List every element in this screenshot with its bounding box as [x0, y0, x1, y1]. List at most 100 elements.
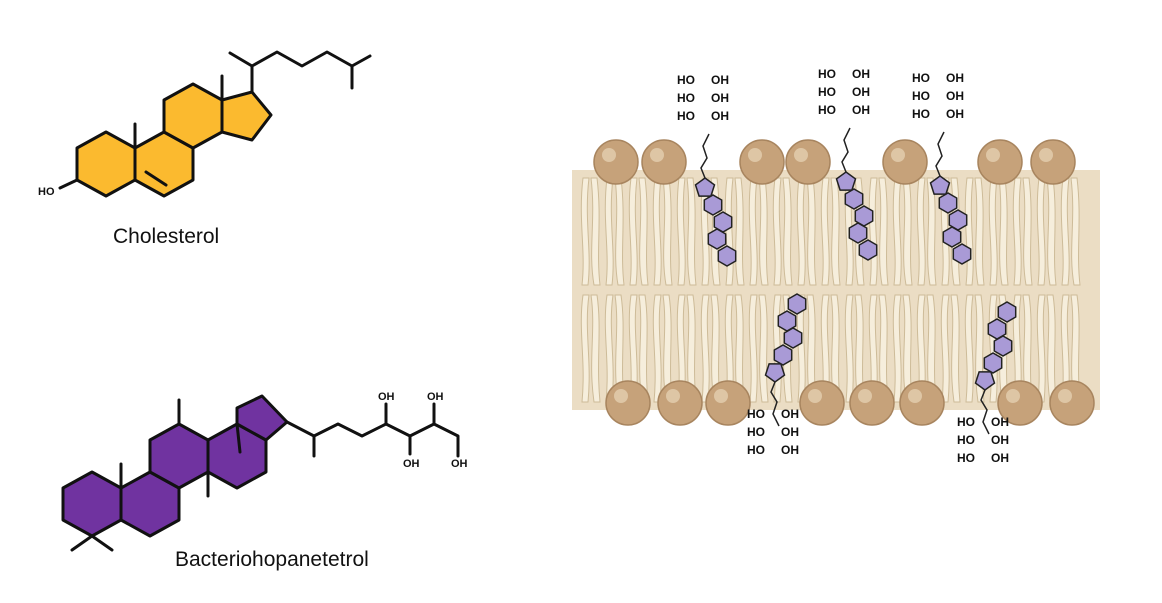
hopanoid-hydroxyl-label: OH	[946, 107, 964, 121]
lipid-tail-lower	[844, 294, 854, 403]
lipid-tail-lower	[748, 294, 758, 403]
hopanoid-hydroxyl-label: HO	[957, 433, 975, 447]
hopanoid-hydroxyl-label: HO	[677, 73, 695, 87]
lipid-tail-upper	[604, 177, 614, 286]
hopanoid-hydroxyl-label: OH	[991, 451, 1009, 465]
bhp-gem-methyl-1	[70, 534, 94, 552]
hopanoid-hydroxyl-label: HO	[818, 67, 836, 81]
lipid-tail-upper	[1012, 177, 1022, 286]
hopanoid-ring	[983, 352, 1003, 374]
lipid-tail-lower	[1046, 294, 1057, 403]
hopanoid-hydroxyl-label: HO	[818, 85, 836, 99]
lipid-tail-upper	[758, 177, 769, 286]
hopanoid-hydroxyl-label: HO	[677, 91, 695, 105]
bhp-ring-e	[235, 394, 289, 442]
lipid-tail-upper	[926, 177, 937, 286]
lipid-tail-upper	[676, 177, 686, 286]
lipid-tail-upper	[1046, 177, 1057, 286]
lipid-head-lower	[849, 380, 895, 426]
lipid-head-highlight	[1058, 389, 1072, 403]
bhp-hydroxyl-label-1: OH	[378, 391, 395, 403]
hopanoid-hydroxyl-label: OH	[781, 407, 799, 421]
hopanoid-side-chain	[935, 131, 945, 177]
hopanoid-ring-e	[835, 171, 857, 191]
cholesterol-hydroxyl-label: HO	[38, 186, 55, 198]
lipid-tail-lower	[580, 294, 590, 403]
hopanoid-ring	[707, 228, 727, 250]
lipid-head-upper	[1030, 139, 1076, 185]
hopanoid-hydroxyl-label: HO	[912, 71, 930, 85]
bhp-hydroxyl-label-3: OH	[427, 391, 444, 403]
hopanoid-ring-e	[929, 175, 951, 195]
hopanoid-hydroxyl-label: HO	[747, 407, 765, 421]
hopanoid-hydroxyl-label: HO	[818, 103, 836, 117]
lipid-head-highlight	[794, 148, 808, 162]
lipid-tail-lower	[1036, 294, 1046, 403]
lipid-tail-upper	[998, 177, 1009, 286]
lipid-head-upper	[977, 139, 1023, 185]
hopanoid-ring-e	[694, 177, 716, 197]
lipid-head-lower	[799, 380, 845, 426]
bhp-methyl-4	[235, 422, 242, 454]
lipid-tail-lower	[652, 294, 662, 403]
lipid-tail-upper	[614, 177, 625, 286]
lipid-tail-upper	[974, 177, 985, 286]
lipid-tail-upper	[628, 177, 638, 286]
lipid-head-upper	[785, 139, 831, 185]
lipid-head-highlight	[891, 148, 905, 162]
lipid-tail-upper	[1070, 177, 1081, 286]
hopanoid-ring	[777, 310, 797, 332]
bacteriohopanetetrol-caption: Bacteriohopanetetrol	[175, 548, 369, 571]
hopanoid-ring	[938, 192, 958, 214]
lipid-tail-upper	[964, 177, 974, 286]
hopanoid-hydroxyl-label: OH	[852, 85, 870, 99]
hopanoid-hydroxyl-label: OH	[852, 67, 870, 81]
hopanoid-ring	[942, 226, 962, 248]
lipid-tail-lower	[940, 294, 950, 403]
hopanoid-ring	[787, 293, 807, 315]
hopanoid-ring	[848, 222, 868, 244]
lipid-head-highlight	[1006, 389, 1020, 403]
lipid-head-upper	[641, 139, 687, 185]
hopanoid-hydroxyl-label: OH	[991, 433, 1009, 447]
lipid-head-lower	[1049, 380, 1095, 426]
hopanoid-ring	[993, 335, 1013, 357]
hopanoid-hydroxyl-label: OH	[781, 425, 799, 439]
lipid-tail-upper	[830, 177, 841, 286]
hopanoid-ring-e	[974, 371, 996, 391]
lipid-tail-upper	[662, 177, 673, 286]
hopanoid-ring	[844, 188, 864, 210]
hopanoid-side-chain	[841, 127, 851, 173]
lipid-tail-upper	[916, 177, 926, 286]
hopanoid-side-chain	[980, 389, 990, 435]
lipid-tail-upper	[782, 177, 793, 286]
hopanoid-ring	[773, 344, 793, 366]
bhp-hydroxyl-label-2: OH	[403, 458, 420, 470]
lipid-head-highlight	[858, 389, 872, 403]
lipid-head-lower	[605, 380, 651, 426]
lipid-head-upper	[882, 139, 928, 185]
lipid-tail-lower	[950, 294, 961, 403]
hopanoid-hydroxyl-label: OH	[946, 71, 964, 85]
hopanoid-ring	[997, 301, 1017, 323]
lipid-head-upper	[739, 139, 785, 185]
hopanoid-hydroxyl-label: HO	[912, 107, 930, 121]
hopanoid-ring	[717, 245, 737, 267]
lipid-tail-upper	[638, 177, 649, 286]
hopanoid-hydroxyl-label: OH	[946, 89, 964, 103]
hopanoid-hydroxyl-label: OH	[991, 415, 1009, 429]
hopanoid-ring	[952, 243, 972, 265]
lipid-head-lower	[899, 380, 945, 426]
hopanoid-hydroxyl-label: HO	[912, 89, 930, 103]
cholesterol-ring-c	[162, 82, 224, 150]
lipid-tail-upper	[734, 177, 745, 286]
lipid-tail-upper	[988, 177, 998, 286]
hopanoid-hydroxyl-label: HO	[747, 443, 765, 457]
cholesterol-structure	[58, 50, 372, 198]
hopanoid-hydroxyl-label: OH	[711, 73, 729, 87]
lipid-tail-upper	[1036, 177, 1046, 286]
lipid-tail-upper	[868, 177, 878, 286]
lipid-head-highlight	[1039, 148, 1053, 162]
hopanoid-side-chain	[770, 381, 780, 427]
lipid-tail-upper	[892, 177, 902, 286]
